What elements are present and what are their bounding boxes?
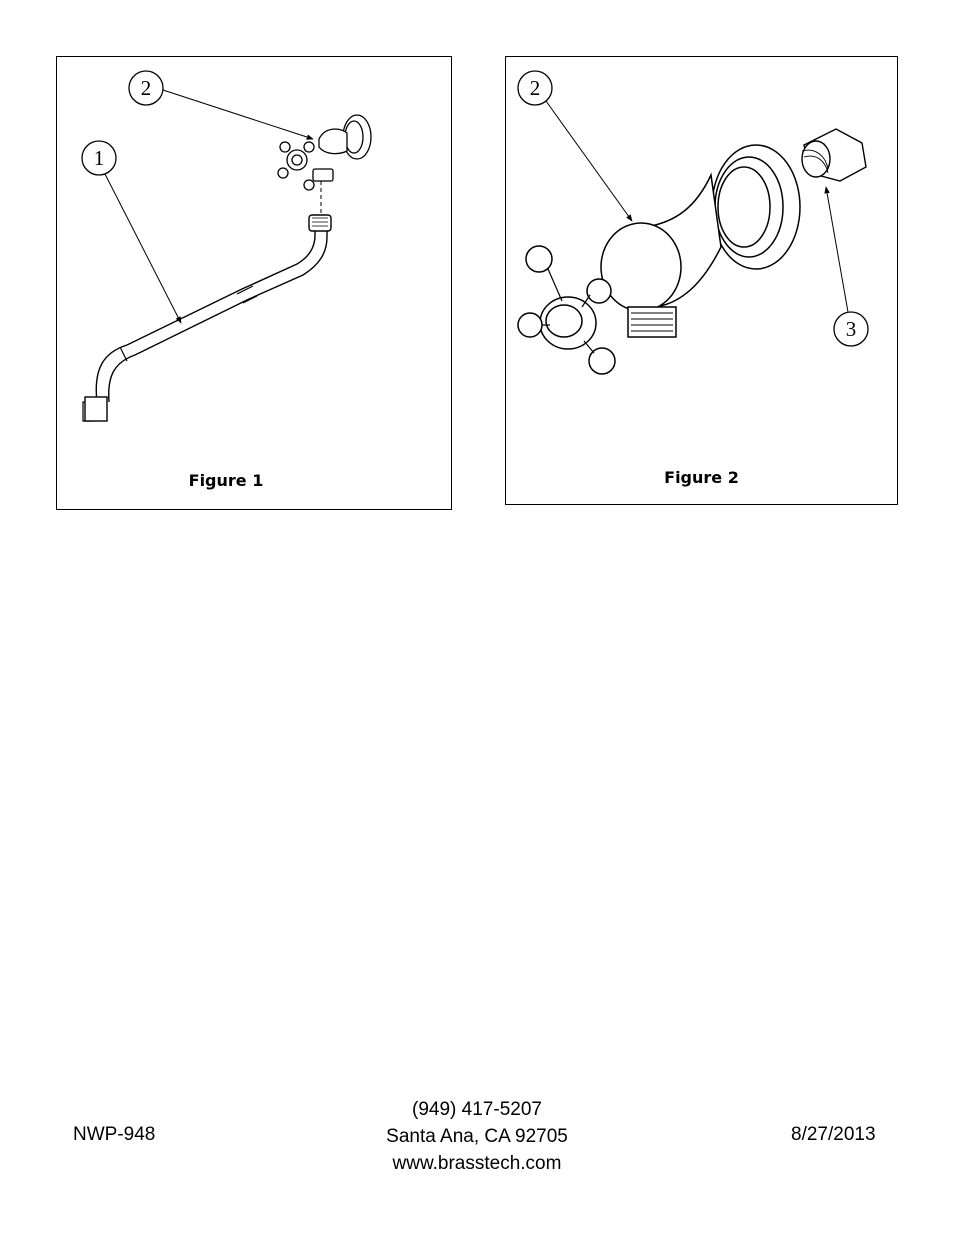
part-number: NWP-948 <box>73 1124 156 1145</box>
document-date: 8/27/2013 <box>791 1124 876 1145</box>
spout-tube-drawing <box>82 181 332 422</box>
callout-3-label: 3 <box>846 317 857 341</box>
callout-1-label: 1 <box>94 146 105 170</box>
figure-1-caption: Figure 1 <box>188 471 264 490</box>
cap-drawing <box>801 128 867 182</box>
callout-2-label: 2 <box>530 76 541 100</box>
figure-1: 1 2 Figure 1 <box>56 56 452 510</box>
phone-number: (949) 417-5207 <box>412 1099 542 1120</box>
callout-3: 3 <box>824 186 869 347</box>
valve-large-drawing <box>517 144 801 375</box>
valve-small-drawing <box>277 114 372 191</box>
website: www.brasstech.com <box>392 1153 562 1174</box>
callout-2: 2 <box>517 70 633 222</box>
contact-block: (949) 417-5207 Santa Ana, CA 92705 www.b… <box>327 1096 627 1177</box>
figure-2-caption: Figure 2 <box>664 468 739 487</box>
callout-1: 1 <box>81 140 182 324</box>
address: Santa Ana, CA 92705 <box>386 1126 568 1147</box>
callout-2-label: 2 <box>141 76 152 100</box>
callout-2: 2 <box>128 70 314 140</box>
figure-1-drawing: 1 2 <box>81 70 372 422</box>
figure-2-drawing: 2 3 <box>517 70 869 375</box>
figure-2: 2 3 Figure 2 <box>505 56 898 505</box>
